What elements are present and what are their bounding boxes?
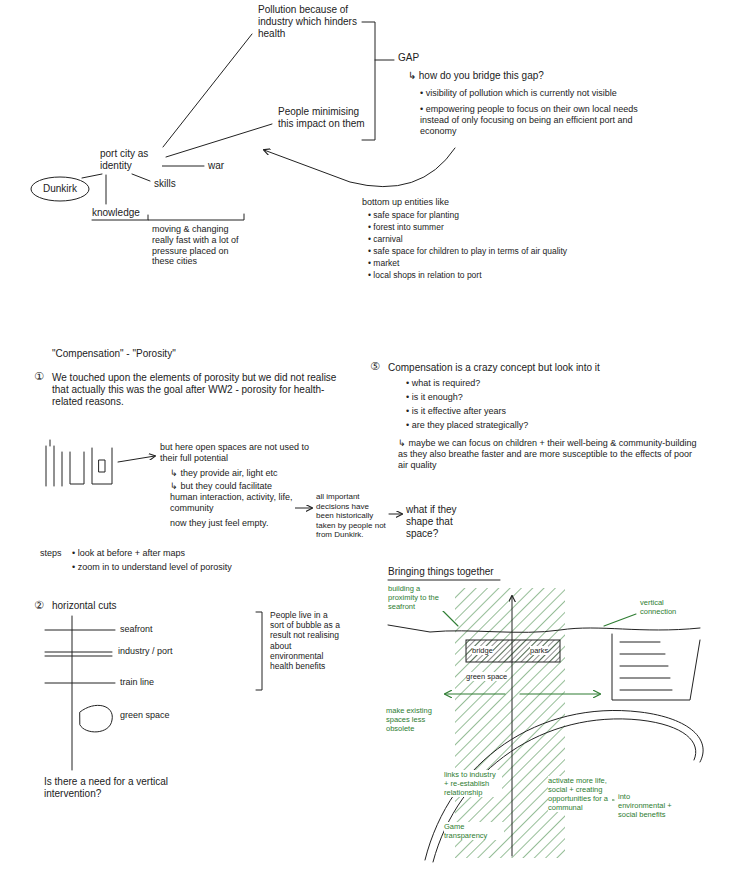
node-label: Dunkirk — [43, 183, 77, 195]
note-text: activate more life, social + creating op… — [548, 776, 612, 812]
note-text: bottom up entities like — [362, 197, 449, 208]
note-text: into environmental + social benefits — [618, 792, 676, 819]
building-sketch — [92, 448, 112, 484]
cut-line — [45, 683, 115, 684]
note-text: port city as identity — [100, 148, 162, 172]
green-space-blob — [80, 705, 112, 732]
note-text: but here open spaces are not used to the… — [160, 442, 310, 464]
callout-number: ① — [34, 370, 44, 383]
note-text: • is it effective after years — [406, 406, 506, 417]
note-text: • look at before + after maps — [72, 548, 185, 559]
note-text: seafront — [120, 624, 153, 635]
circle-outline — [31, 177, 89, 201]
callout-number: ② — [34, 599, 44, 612]
note-text: Pollution because of industry which hind… — [258, 4, 358, 40]
callout-number: ⑤ — [370, 360, 380, 373]
cut-line — [45, 652, 112, 656]
green-arrow — [520, 693, 600, 694]
note-text: green space — [120, 710, 170, 721]
note-text: • safe space for children to play in ter… — [368, 246, 567, 256]
curved-arrow — [264, 148, 455, 187]
note-text: Bringing things together — [388, 566, 494, 578]
mindmap-line — [82, 174, 102, 178]
note-text: Game transparency — [444, 822, 504, 840]
note-text: ↳ maybe we can focus on children + their… — [398, 438, 698, 470]
underline — [388, 580, 500, 581]
mindmap-line — [163, 34, 252, 147]
cut-line — [45, 630, 115, 631]
note-text: what if they shape that space? — [406, 504, 481, 540]
note-text: • market — [368, 258, 399, 268]
arrow — [512, 596, 513, 856]
note-text: ↳ they provide air, light etc — [170, 468, 278, 479]
building-sketch — [46, 440, 62, 486]
note-text: "Compensation" - "Porosity" — [52, 348, 176, 360]
note-text: • safe space for planting — [368, 210, 459, 220]
note-text: People live in a sort of bubble as a res… — [270, 610, 340, 671]
railway-curve — [433, 719, 696, 862]
circled-node: Dunkirk — [30, 176, 90, 202]
green-band — [455, 588, 565, 858]
note-text: steps — [40, 548, 62, 559]
note-text: Compensation is a crazy concept but look… — [388, 362, 600, 374]
note-text: vertical connection — [640, 598, 698, 616]
railway-curve — [425, 710, 703, 860]
bracket — [256, 612, 262, 690]
note-text: now they just feel empty. — [170, 518, 268, 529]
note-text: • what is required? — [406, 378, 480, 389]
dock-sketch — [612, 634, 700, 700]
green-arrow — [445, 693, 505, 694]
note-text: green space — [466, 672, 507, 681]
note-text: knowledge — [92, 207, 140, 219]
note-text: • forest into summer — [368, 222, 444, 232]
note-text: GAP — [398, 52, 419, 64]
note-text: • visibility of pollution which is curre… — [420, 88, 617, 99]
arrow — [118, 456, 155, 462]
note-text: • carnival — [368, 234, 403, 244]
mindmap-line — [132, 174, 150, 181]
note-text: moving & changing really fast with a lot… — [152, 224, 242, 267]
note-text: horizontal cuts — [52, 600, 116, 612]
note-text: • are they placed strategically? — [406, 420, 528, 431]
note-text: People minimising this impact on them — [278, 106, 366, 130]
note-text: all important decisions have been histor… — [316, 492, 386, 540]
note-text: skills — [154, 178, 176, 190]
mindmap-line — [106, 175, 107, 204]
note-text: parks — [530, 646, 548, 655]
arrow — [389, 514, 402, 515]
note-text: ↳ but they could facilitate human intera… — [170, 481, 295, 513]
note-text: war — [208, 160, 224, 172]
building-sketch — [70, 452, 84, 484]
note-text: • local shops in relation to port — [368, 270, 482, 280]
green-leader — [612, 799, 614, 800]
green-leader — [604, 614, 636, 626]
note-text: • empowering people to focus on their ow… — [420, 104, 660, 136]
note-text: • is it enough? — [406, 392, 463, 403]
bracket — [362, 22, 394, 140]
note-text: links to industry + re-establish relatio… — [444, 770, 502, 797]
note-text: We touched upon the elements of porosity… — [52, 372, 352, 408]
note-text: • zoom in to understand level of porosit… — [72, 562, 232, 573]
note-text: make existing spaces less obsolete — [386, 706, 438, 733]
coastline — [388, 625, 700, 632]
mindmap-line — [166, 124, 272, 157]
note-text: train line — [120, 677, 154, 688]
note-text: bridge — [472, 646, 493, 655]
note-text: industry / port — [118, 646, 173, 657]
bridge-block — [466, 640, 560, 662]
note-text: Is there a need for a vertical intervent… — [44, 776, 194, 800]
note-text: ↳ how do you bridge this gap? — [408, 70, 544, 82]
section-line — [72, 616, 73, 770]
note-text: building a proximity to the seafront — [388, 584, 450, 611]
